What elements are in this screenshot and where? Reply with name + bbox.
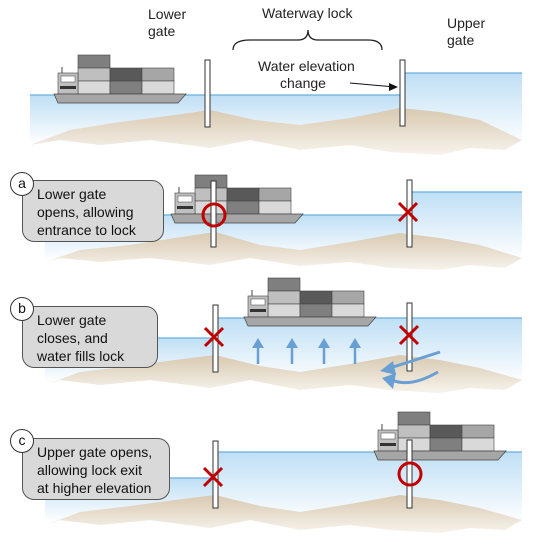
panel-a: [45, 174, 522, 270]
step-b-callout: Lower gate closes, and water fills lock: [22, 306, 158, 368]
step-a-callout: Lower gate opens, allowing entrance to l…: [22, 180, 164, 242]
step-c-badge: c: [10, 429, 34, 453]
lower-gate-label: Lower gate: [148, 6, 187, 39]
top-panel: [30, 29, 522, 155]
step-a-badge: a: [10, 172, 34, 196]
water-change-label: Water elevation change: [258, 58, 355, 91]
waterway-lock-label: Waterway lock: [262, 5, 353, 21]
open-mark: [397, 461, 423, 487]
upper-gate-label: Upper gate: [447, 15, 486, 48]
step-c-callout: Upper gate opens, allowing lock exit at …: [22, 438, 170, 500]
step-b-badge: b: [10, 297, 34, 321]
open-mark: [201, 202, 227, 228]
